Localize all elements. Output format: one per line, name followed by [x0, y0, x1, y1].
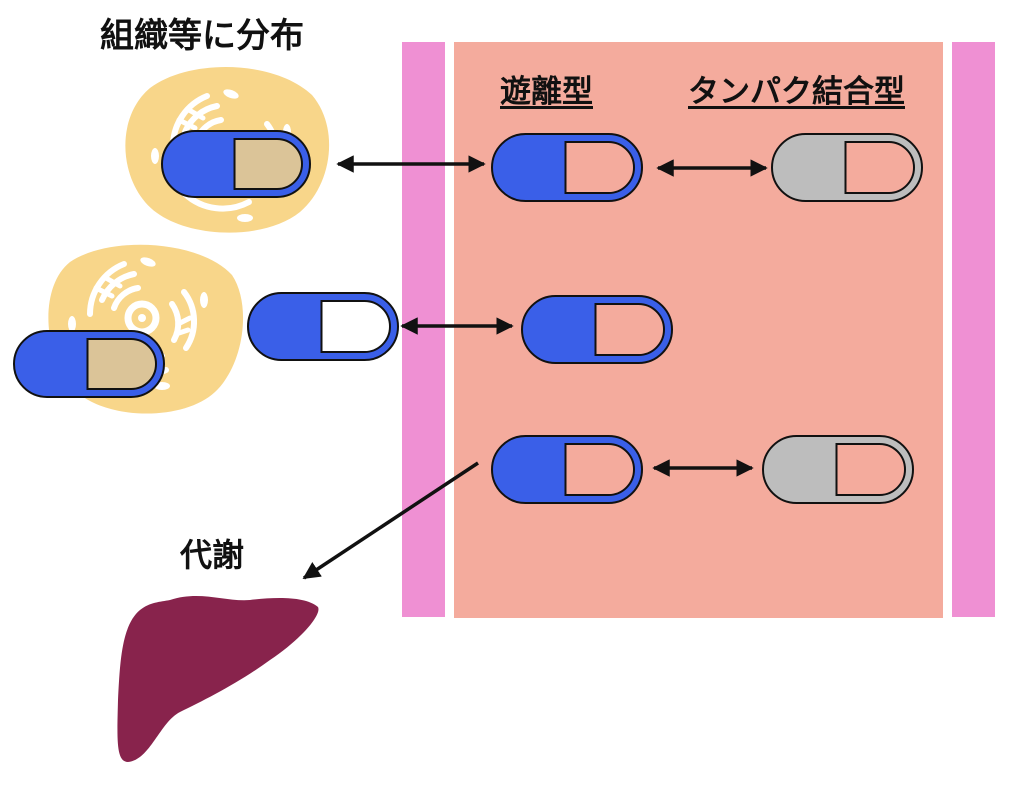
drug-capsules — [13, 130, 923, 504]
capsule-window — [320, 300, 391, 353]
liver-icon — [117, 595, 319, 762]
drug-capsule-drug-in-cell-1 — [161, 130, 311, 198]
capsule-window — [594, 303, 665, 356]
capsule-window — [233, 138, 303, 190]
capsule-window — [844, 141, 915, 194]
drug-capsule-drug-bound-row3 — [762, 435, 914, 504]
drug-capsule-drug-free-row3 — [491, 435, 643, 504]
capsule-window — [564, 141, 635, 194]
arrow-metabolism — [302, 461, 479, 580]
vessel-wall-right — [952, 42, 995, 617]
label-tissue-distribution: 組織等に分布 — [100, 16, 304, 56]
capsule-window — [86, 338, 157, 390]
label-protein-bound-form: タンパク結合型 — [688, 74, 905, 110]
drug-capsule-drug-near-cell-2 — [247, 292, 399, 361]
label-metabolism: 代謝 — [180, 536, 245, 574]
drug-capsule-drug-free-row1 — [491, 133, 643, 202]
drug-capsule-drug-free-row2 — [521, 295, 673, 364]
label-free-form: 遊離型 — [500, 74, 593, 110]
capsule-window — [564, 443, 635, 496]
vessel-wall-left — [402, 42, 445, 617]
drug-capsule-drug-bound-row1 — [771, 133, 923, 202]
capsule-window — [835, 443, 906, 496]
drug-capsule-drug-in-cell-2 — [13, 330, 165, 398]
